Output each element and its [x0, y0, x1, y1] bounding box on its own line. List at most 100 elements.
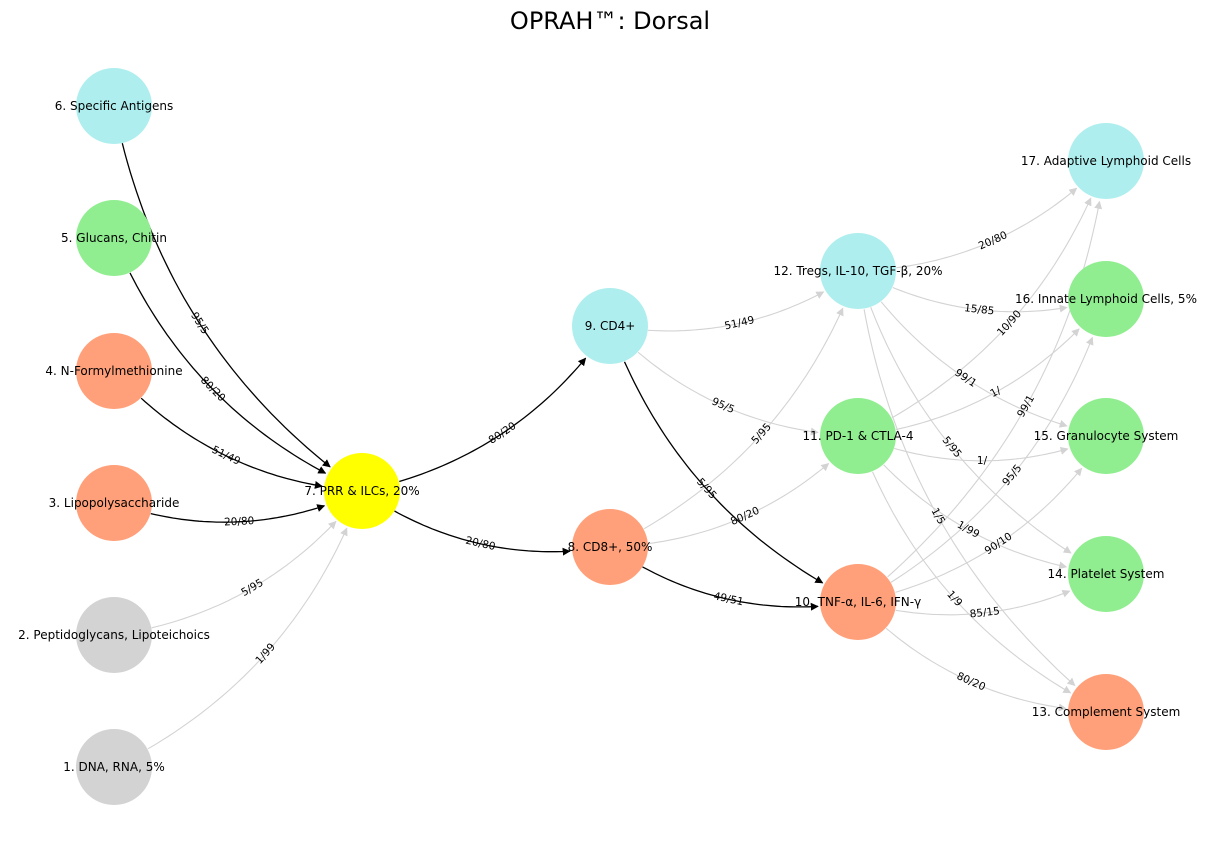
- edge-12-to-16: [892, 286, 1068, 313]
- edge-9-to-12: [647, 291, 825, 332]
- diagram-title: OPRAH™: Dorsal: [510, 7, 710, 35]
- edge-11-to-14: [883, 464, 1068, 570]
- edge-2-to-7: [151, 520, 337, 629]
- node-circle[interactable]: [1068, 398, 1144, 474]
- node-circle[interactable]: [76, 333, 152, 409]
- node-label: 12. Tregs, IL-10, TGF-β, 20%: [773, 264, 942, 278]
- edge-label-4-to-7: 51/49: [210, 444, 242, 468]
- edge-label-6-to-7: 95/5: [188, 310, 211, 336]
- edge-label-11-to-16: 1/: [988, 384, 1003, 400]
- node-circle[interactable]: [1068, 123, 1144, 199]
- edge-8-to-10: [642, 566, 819, 611]
- edge-10-to-13: [885, 627, 1067, 712]
- node-label: 16. Innate Lymphoid Cells, 5%: [1015, 292, 1197, 306]
- edge-label-10-to-16: 95/5: [1000, 462, 1024, 488]
- node-1[interactable]: 1. DNA, RNA, 5%: [63, 729, 165, 805]
- node-6[interactable]: 6. Specific Antigens: [55, 68, 174, 144]
- edge-11-to-16: [895, 328, 1080, 431]
- edge-8-to-11: [648, 462, 830, 545]
- node-label: 4. N-Formylmethionine: [45, 364, 182, 378]
- edges-light-layer: [147, 187, 1103, 750]
- edge-label-8-to-10: 49/51: [712, 590, 744, 608]
- edge-label-11-to-17: 10/90: [995, 308, 1024, 339]
- edge-label-3-to-7: 20/80: [224, 515, 255, 528]
- node-label: 17. Adaptive Lymphoid Cells: [1021, 154, 1191, 168]
- edge-label-12-to-16: 15/85: [963, 302, 994, 317]
- edge-label-10-to-14: 85/15: [969, 605, 1000, 620]
- edge-7-to-9: [399, 357, 587, 483]
- node-4[interactable]: 4. N-Formylmethionine: [45, 333, 183, 409]
- node-circle[interactable]: [572, 288, 648, 364]
- edge-11-to-13: [872, 471, 1072, 694]
- edge-label-9-to-12: 51/49: [723, 314, 755, 332]
- edge-label-7-to-9: 80/20: [487, 420, 519, 447]
- node-10[interactable]: 10. TNF-α, IL-6, IFN-γ: [795, 564, 921, 640]
- edge-10-to-16: [890, 336, 1094, 583]
- edge-12-to-13: [863, 309, 1076, 687]
- edge-label-12-to-14: 5/95: [940, 434, 964, 460]
- edge-label-7-to-8: 20/80: [464, 535, 496, 553]
- node-11[interactable]: 11. PD-1 & CTLA-4: [803, 398, 914, 474]
- node-label: 3. Lipopolysaccharide: [49, 496, 180, 510]
- edges-dark-layer: [121, 143, 824, 611]
- node-17[interactable]: 17. Adaptive Lymphoid Cells: [1021, 123, 1191, 199]
- edge-1-to-7: [147, 527, 348, 750]
- node-circle[interactable]: [76, 200, 152, 276]
- edge-label-12-to-17: 20/80: [977, 229, 1010, 252]
- node-15[interactable]: 15. Granulocyte System: [1034, 398, 1179, 474]
- node-circle[interactable]: [76, 597, 152, 673]
- node-label: 14. Platelet System: [1048, 567, 1165, 581]
- edge-label-1-to-7: 1/99: [253, 641, 278, 667]
- node-circle[interactable]: [76, 465, 152, 541]
- node-label: 2. Peptidoglycans, Lipoteichoics: [18, 628, 210, 642]
- node-5[interactable]: 5. Glucans, Chitin: [61, 200, 167, 276]
- edge-9-to-11: [637, 351, 819, 436]
- edge-label-11-to-15: 1/: [977, 455, 988, 467]
- node-16[interactable]: 16. Innate Lymphoid Cells, 5%: [1015, 261, 1197, 337]
- nodes-layer: 1. DNA, RNA, 5% 2. Peptidoglycans, Lipote…: [18, 68, 1197, 805]
- node-7[interactable]: 7. PRR & ILCs, 20%: [304, 453, 420, 529]
- node-circle[interactable]: [820, 233, 896, 309]
- edge-8-to-12: [643, 307, 844, 530]
- node-label: 6. Specific Antigens: [55, 99, 174, 113]
- node-8[interactable]: 8. CD8+, 50%: [568, 509, 653, 585]
- node-label: 9. CD4+: [585, 319, 636, 333]
- node-12[interactable]: 12. Tregs, IL-10, TGF-β, 20%: [773, 233, 943, 309]
- node-circle[interactable]: [572, 509, 648, 585]
- node-circle[interactable]: [324, 453, 400, 529]
- node-label: 1. DNA, RNA, 5%: [63, 760, 165, 774]
- edge-9-to-10: [623, 361, 824, 584]
- edge-label-10-to-17: 99/1: [1015, 393, 1037, 419]
- edge-10-to-14: [895, 589, 1071, 616]
- edge-12-to-14: [870, 306, 1072, 554]
- edge-7-to-8: [394, 510, 571, 556]
- edge-4-to-7: [140, 397, 323, 489]
- edge-11-to-17: [891, 197, 1092, 419]
- node-label: 7. PRR & ILCs, 20%: [304, 484, 419, 498]
- node-circle[interactable]: [76, 729, 152, 805]
- node-3[interactable]: 3. Lipopolysaccharide: [49, 465, 180, 541]
- node-circle[interactable]: [820, 564, 896, 640]
- edge-3-to-7: [150, 504, 326, 523]
- edge-label-10-to-15: 90/10: [983, 530, 1015, 557]
- edge-label-9-to-11: 95/5: [710, 396, 736, 417]
- node-circle[interactable]: [1068, 674, 1144, 750]
- node-label: 13. Complement System: [1032, 705, 1181, 719]
- node-2[interactable]: 2. Peptidoglycans, Lipoteichoics: [18, 597, 210, 673]
- node-13[interactable]: 13. Complement System: [1032, 674, 1181, 750]
- node-circle[interactable]: [76, 68, 152, 144]
- edge-6-to-7: [121, 143, 331, 468]
- node-9[interactable]: 9. CD4+: [572, 288, 648, 364]
- node-circle[interactable]: [820, 398, 896, 474]
- node-14[interactable]: 14. Platelet System: [1048, 536, 1165, 612]
- node-circle[interactable]: [1068, 536, 1144, 612]
- node-circle[interactable]: [1068, 261, 1144, 337]
- edge-label-8-to-11: 80/20: [729, 505, 762, 528]
- node-label: 10. TNF-α, IL-6, IFN-γ: [795, 595, 921, 609]
- edge-5-to-7: [129, 272, 327, 474]
- edge-label-2-to-7: 5/95: [239, 577, 265, 599]
- edge-label-5-to-7: 80/20: [198, 374, 228, 404]
- edge-12-to-17: [896, 187, 1078, 269]
- edge-label-12-to-15: 99/1: [952, 367, 978, 390]
- edge-11-to-15: [894, 446, 1069, 462]
